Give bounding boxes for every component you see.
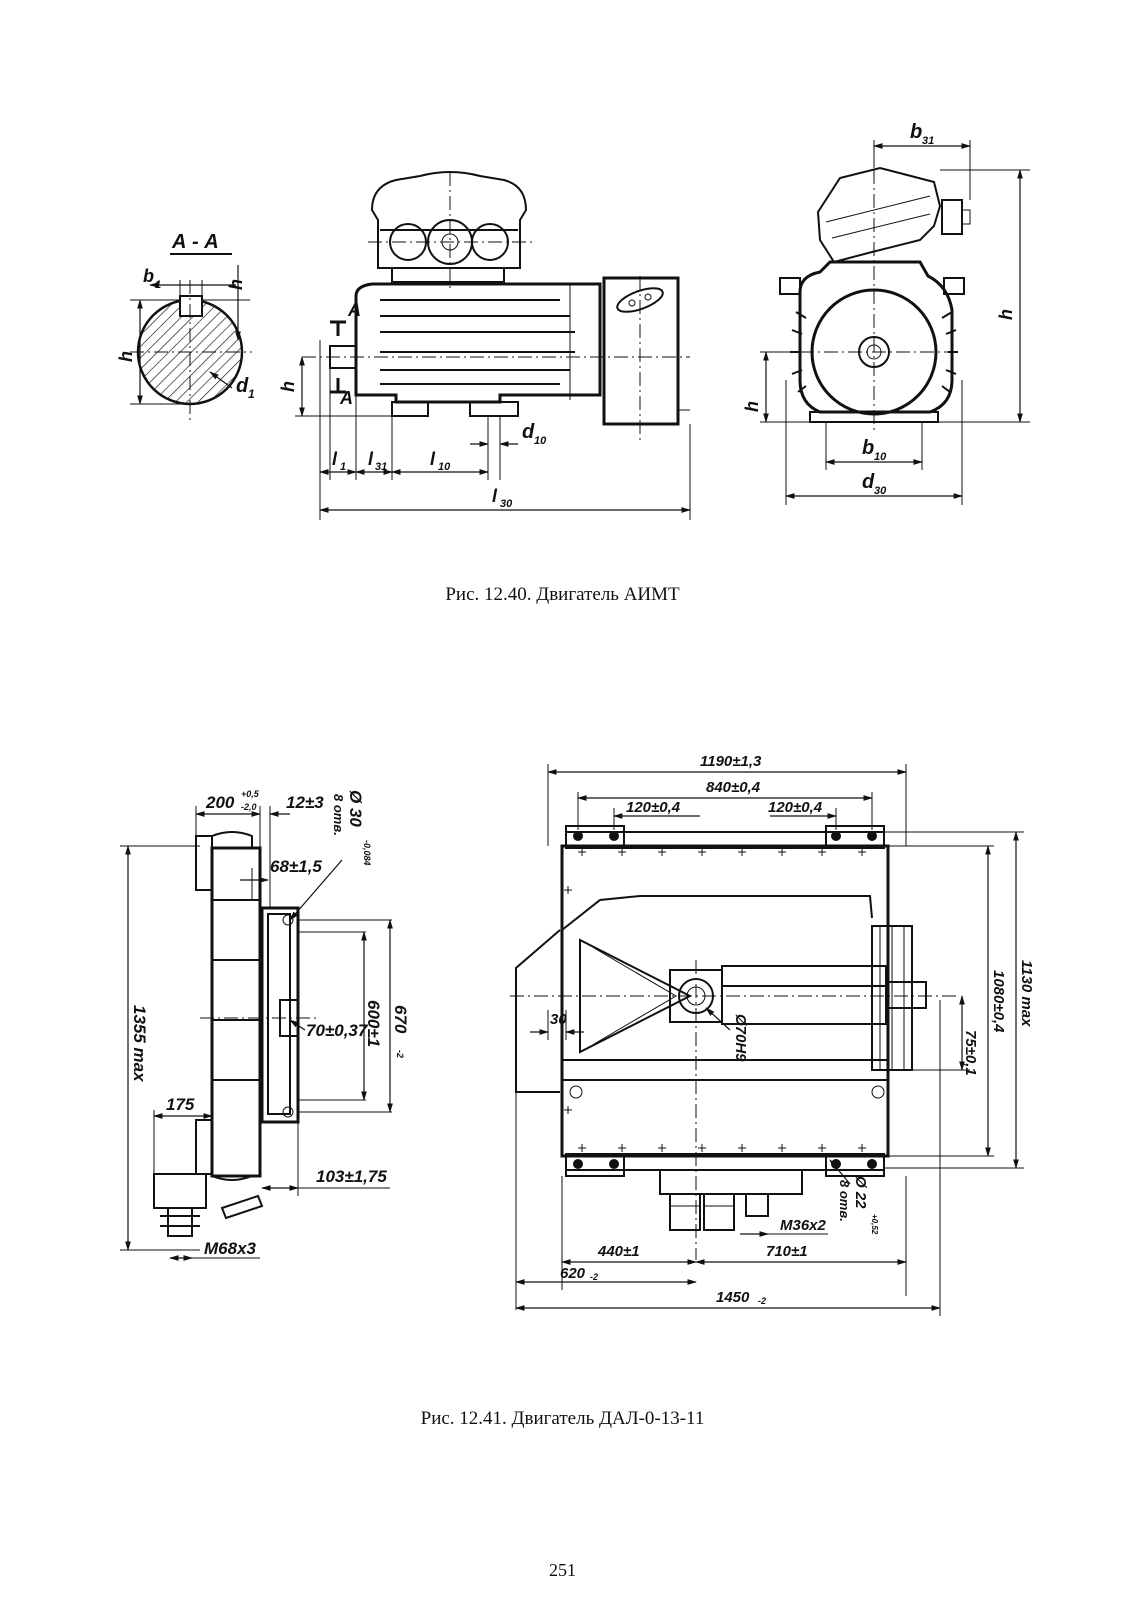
svg-text:68±1,5: 68±1,5 [270, 857, 322, 876]
svg-text:l: l [368, 449, 374, 469]
svg-text:-0,084: -0,084 [362, 840, 372, 866]
svg-text:12±3: 12±3 [286, 793, 324, 812]
svg-text:30: 30 [550, 1011, 567, 1028]
svg-text:h: h [996, 309, 1016, 320]
svg-text:75±0,1: 75±0,1 [962, 1030, 979, 1076]
figure-12-41-caption: Рис. 12.41. Двигатель ДАЛ-0-13-11 [420, 1408, 705, 1429]
svg-text:h: h [742, 401, 762, 412]
svg-text:d: d [862, 471, 875, 493]
dal-top-view: 1190±1,3 840±0,4 120±0,4 120±0,4 1130 ma… [510, 753, 1035, 1316]
figure-12-40-caption: Рис. 12.40. Двигатель АИМТ [445, 584, 680, 605]
svg-text:l: l [332, 449, 338, 469]
svg-text:620: 620 [560, 1265, 586, 1282]
svg-text:h: h [226, 279, 246, 290]
svg-text:440±1: 440±1 [597, 1243, 640, 1260]
svg-text:d: d [236, 375, 249, 397]
svg-text:710±1: 710±1 [766, 1243, 808, 1260]
svg-text:Ø70H9: Ø70H9 [732, 1014, 749, 1062]
svg-text:30: 30 [874, 485, 887, 497]
section-a-a: А - А b 1 h h d 1 [116, 231, 255, 420]
svg-text:670: 670 [391, 1005, 410, 1034]
svg-text:30: 30 [500, 498, 513, 510]
figure-12-41: 200 +0,5 -2,0 12±3 Ø 30 -0,084 8 отв. 68… [120, 753, 1035, 1316]
section-label: А - А [171, 231, 219, 253]
svg-text:-2: -2 [590, 1272, 598, 1282]
svg-text:Ø 22: Ø 22 [852, 1176, 869, 1209]
svg-text:-2: -2 [395, 1050, 405, 1058]
svg-text:10: 10 [534, 435, 547, 447]
svg-text:М36х2: М36х2 [780, 1217, 827, 1234]
svg-text:8 отв.: 8 отв. [331, 794, 346, 836]
svg-text:120±0,4: 120±0,4 [768, 799, 823, 816]
svg-text:1: 1 [155, 279, 161, 291]
svg-text:l: l [492, 486, 498, 506]
svg-text:1080±0,4: 1080±0,4 [990, 970, 1007, 1033]
svg-text:М68х3: М68х3 [204, 1239, 257, 1258]
dal-side-view: 200 +0,5 -2,0 12±3 Ø 30 -0,084 8 отв. 68… [120, 789, 410, 1261]
page-number: 251 [549, 1560, 576, 1580]
svg-text:31: 31 [375, 461, 387, 473]
svg-text:103±1,75: 103±1,75 [316, 1167, 387, 1186]
motor-side-view: A A h l 1 l 31 l 10 [278, 171, 691, 520]
svg-text:8 отв.: 8 отв. [837, 1180, 852, 1222]
svg-text:10: 10 [438, 461, 451, 473]
svg-text:1: 1 [340, 461, 346, 473]
svg-text:70±0,37: 70±0,37 [306, 1021, 369, 1040]
svg-text:175: 175 [166, 1095, 195, 1114]
svg-text:1: 1 [248, 387, 255, 401]
svg-text:1190±1,3: 1190±1,3 [700, 753, 762, 770]
svg-text:+0,5: +0,5 [241, 789, 260, 799]
svg-text:A: A [347, 300, 361, 320]
svg-text:-2: -2 [758, 1296, 766, 1306]
svg-text:1450: 1450 [716, 1289, 750, 1306]
svg-text:120±0,4: 120±0,4 [626, 799, 681, 816]
svg-text:+0,52: +0,52 [870, 1214, 879, 1235]
svg-text:Ø 30: Ø 30 [346, 790, 365, 827]
svg-text:d: d [522, 421, 535, 443]
svg-text:600±1: 600±1 [364, 1000, 383, 1047]
svg-text:A: A [339, 388, 353, 408]
svg-text:b: b [143, 266, 154, 286]
svg-text:-2,0: -2,0 [241, 802, 257, 812]
motor-end-view: b 31 h h b 10 d 30 [742, 121, 1030, 505]
svg-text:b: b [862, 437, 874, 459]
svg-text:31: 31 [922, 135, 934, 147]
svg-text:200: 200 [205, 793, 235, 812]
svg-text:h: h [278, 381, 298, 392]
svg-text:1355 max: 1355 max [130, 1005, 149, 1083]
svg-text:840±0,4: 840±0,4 [706, 779, 761, 796]
svg-text:10: 10 [874, 451, 887, 463]
figure-12-40: А - А b 1 h h d 1 [116, 121, 1030, 520]
svg-text:l: l [430, 449, 436, 469]
svg-text:b: b [910, 121, 922, 143]
svg-text:h: h [116, 351, 136, 362]
svg-text:1130 max: 1130 max [1018, 960, 1035, 1027]
